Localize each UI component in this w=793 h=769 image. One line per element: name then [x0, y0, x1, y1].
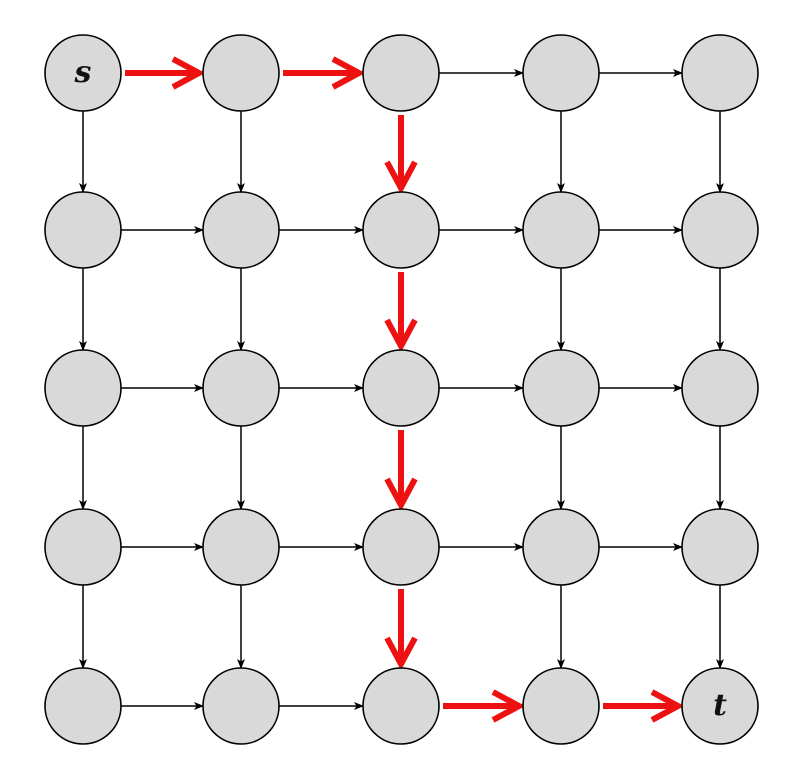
path-edge-right-r0c1 [283, 56, 366, 90]
node-r3c1 [202, 508, 280, 586]
node-r4c1 [202, 667, 280, 745]
path-edge-right-r4c2 [443, 689, 526, 723]
node-r3c4 [681, 508, 759, 586]
edges-layer [79, 56, 724, 723]
node-r0c0 [44, 34, 122, 112]
node-r4c0 [44, 667, 122, 745]
node-r0c2 [362, 34, 440, 112]
node-r2c4 [681, 349, 759, 427]
node-r1c1 [202, 191, 280, 269]
node-r1c0 [44, 191, 122, 269]
node-r3c3 [522, 508, 600, 586]
node-r0c4 [681, 34, 759, 112]
path-edge-right-r4c3 [603, 689, 685, 723]
node-r0c3 [522, 34, 600, 112]
node-r1c2 [362, 191, 440, 269]
node-r4c3 [522, 667, 600, 745]
node-r0c1 [202, 34, 280, 112]
node-r2c2 [362, 349, 440, 427]
node-r2c0 [44, 349, 122, 427]
node-r3c2 [362, 508, 440, 586]
path-edge-down-r1c2 [384, 272, 418, 353]
sink-node-label: t [713, 688, 727, 723]
node-r4c4 [681, 667, 759, 745]
nodes-layer [44, 34, 759, 745]
node-r2c1 [202, 349, 280, 427]
node-r4c2 [362, 667, 440, 745]
node-r1c4 [681, 191, 759, 269]
labels-layer: st [74, 55, 728, 723]
node-r1c3 [522, 191, 600, 269]
path-edge-down-r2c2 [384, 430, 418, 512]
path-edge-down-r3c2 [384, 589, 418, 671]
source-node-label: s [74, 55, 92, 90]
path-edge-right-r0c0 [125, 56, 206, 90]
path-edge-down-r0c2 [384, 115, 418, 195]
node-r3c0 [44, 508, 122, 586]
node-r2c3 [522, 349, 600, 427]
